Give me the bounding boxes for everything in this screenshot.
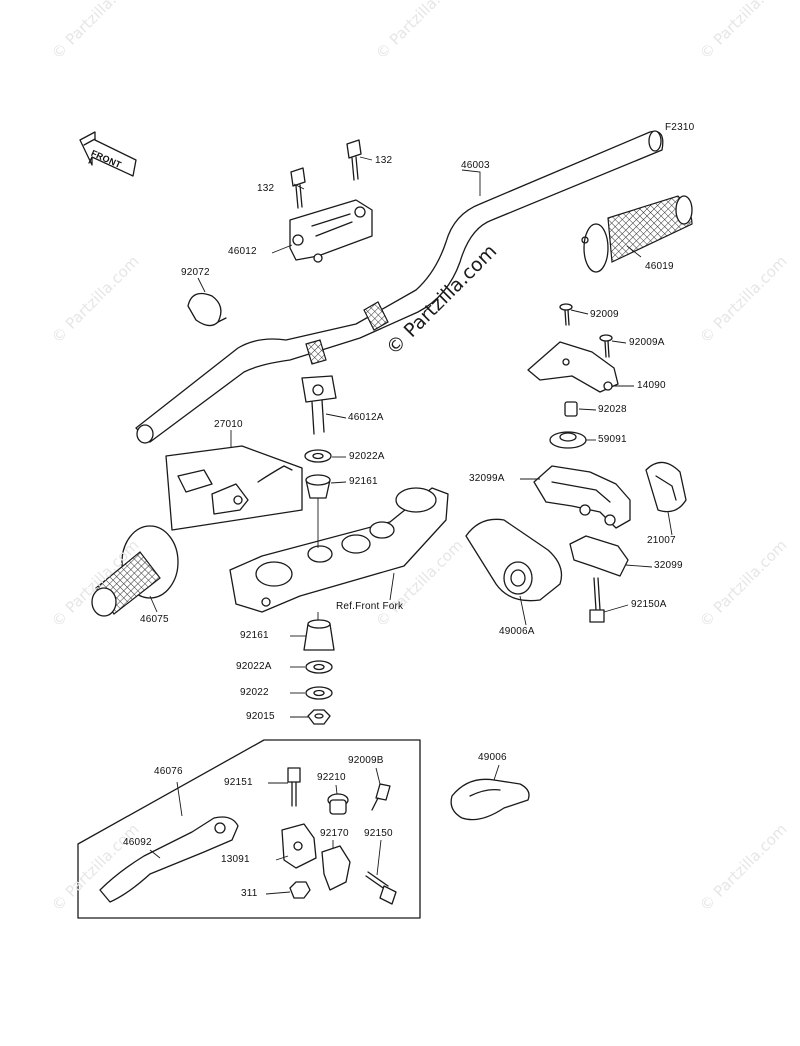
part-label-46075: 46075 — [140, 614, 169, 625]
part-label-21007: 21007 — [647, 535, 676, 546]
part-label-92009: 92009 — [590, 309, 619, 320]
part-label-92009B: 92009B — [348, 755, 384, 766]
bolt-132-left — [290, 167, 306, 209]
part-label-92022A: 92022A — [236, 661, 272, 672]
right-grip-throttle — [581, 195, 693, 273]
screw-92009 — [559, 303, 573, 326]
part-label-13091: 13091 — [221, 854, 250, 865]
clutch-lever — [99, 816, 239, 903]
part-label-92170: 92170 — [320, 828, 349, 839]
part-label-92022: 92022 — [240, 687, 269, 698]
part-label-92150: 92150 — [364, 828, 393, 839]
part-label-132: 132 — [257, 183, 275, 194]
lever-holder — [281, 823, 317, 869]
part-label-92072: 92072 — [181, 267, 210, 278]
part-label-46012A: 46012A — [348, 412, 384, 423]
figure-code: F2310 — [665, 122, 695, 133]
part-label-92161: 92161 — [240, 630, 269, 641]
upper-clamp — [289, 199, 373, 263]
part-label-92210: 92210 — [317, 772, 346, 783]
throttle-sensor — [645, 461, 687, 513]
upper-triple-clamp — [229, 487, 449, 613]
part-label-27010: 27010 — [214, 419, 243, 430]
lever-clamp — [321, 845, 351, 891]
throttle-housing-lower — [569, 535, 629, 577]
bolt-92150 — [365, 871, 397, 905]
part-label-32099A: 32099A — [469, 473, 505, 484]
part-label-46012: 46012 — [228, 246, 257, 257]
part-label-46092: 46092 — [123, 837, 152, 848]
throttle-pulley — [549, 431, 587, 449]
nut-311 — [289, 881, 311, 899]
throttle-cover — [527, 341, 619, 393]
collar-92028 — [564, 401, 578, 417]
throttle-housing-upper — [533, 465, 631, 529]
handlebar — [135, 130, 664, 444]
ref-front-fork-note: Ref.Front Fork — [336, 601, 404, 612]
bush-92161-upper — [305, 474, 331, 499]
part-label-49006: 49006 — [478, 752, 507, 763]
clutch-lever-group-box — [77, 739, 421, 919]
part-label-14090: 14090 — [637, 380, 666, 391]
adjuster-92210 — [327, 793, 349, 815]
part-label-92150A: 92150A — [631, 599, 667, 610]
part-label-92009A: 92009A — [629, 337, 665, 348]
lever-boot — [450, 778, 530, 821]
washer-92022A-lower — [305, 660, 333, 674]
bush-92161-lower — [303, 619, 335, 651]
part-label-49006A: 49006A — [499, 626, 535, 637]
part-label-132: 132 — [375, 155, 393, 166]
bolt-92150A — [589, 577, 605, 623]
kill-switch-group — [165, 445, 303, 531]
part-label-92161: 92161 — [349, 476, 378, 487]
leader-lines — [149, 156, 673, 895]
clip-ring — [187, 292, 227, 327]
part-label-92151: 92151 — [224, 777, 253, 788]
part-label-46003: 46003 — [461, 160, 490, 171]
washer-92022 — [305, 686, 333, 700]
part-label-92028: 92028 — [598, 404, 627, 415]
throttle-cable-boot — [465, 518, 563, 602]
screw-92009A — [599, 334, 613, 358]
left-grip — [91, 525, 179, 617]
part-label-46076: 46076 — [154, 766, 183, 777]
lower-holder — [301, 375, 337, 435]
part-label-92015: 92015 — [246, 711, 275, 722]
washer-92022A-upper — [304, 449, 332, 463]
part-label-32099: 32099 — [654, 560, 683, 571]
nut-92015 — [307, 709, 331, 725]
part-label-311: 311 — [241, 888, 258, 899]
bolt-132-right — [346, 139, 362, 181]
screw-92009B — [371, 783, 391, 811]
part-label-92022A: 92022A — [349, 451, 385, 462]
part-label-59091: 59091 — [598, 434, 627, 445]
front-arrow-icon — [79, 131, 137, 177]
bolt-92151 — [287, 767, 301, 807]
part-label-46019: 46019 — [645, 261, 674, 272]
